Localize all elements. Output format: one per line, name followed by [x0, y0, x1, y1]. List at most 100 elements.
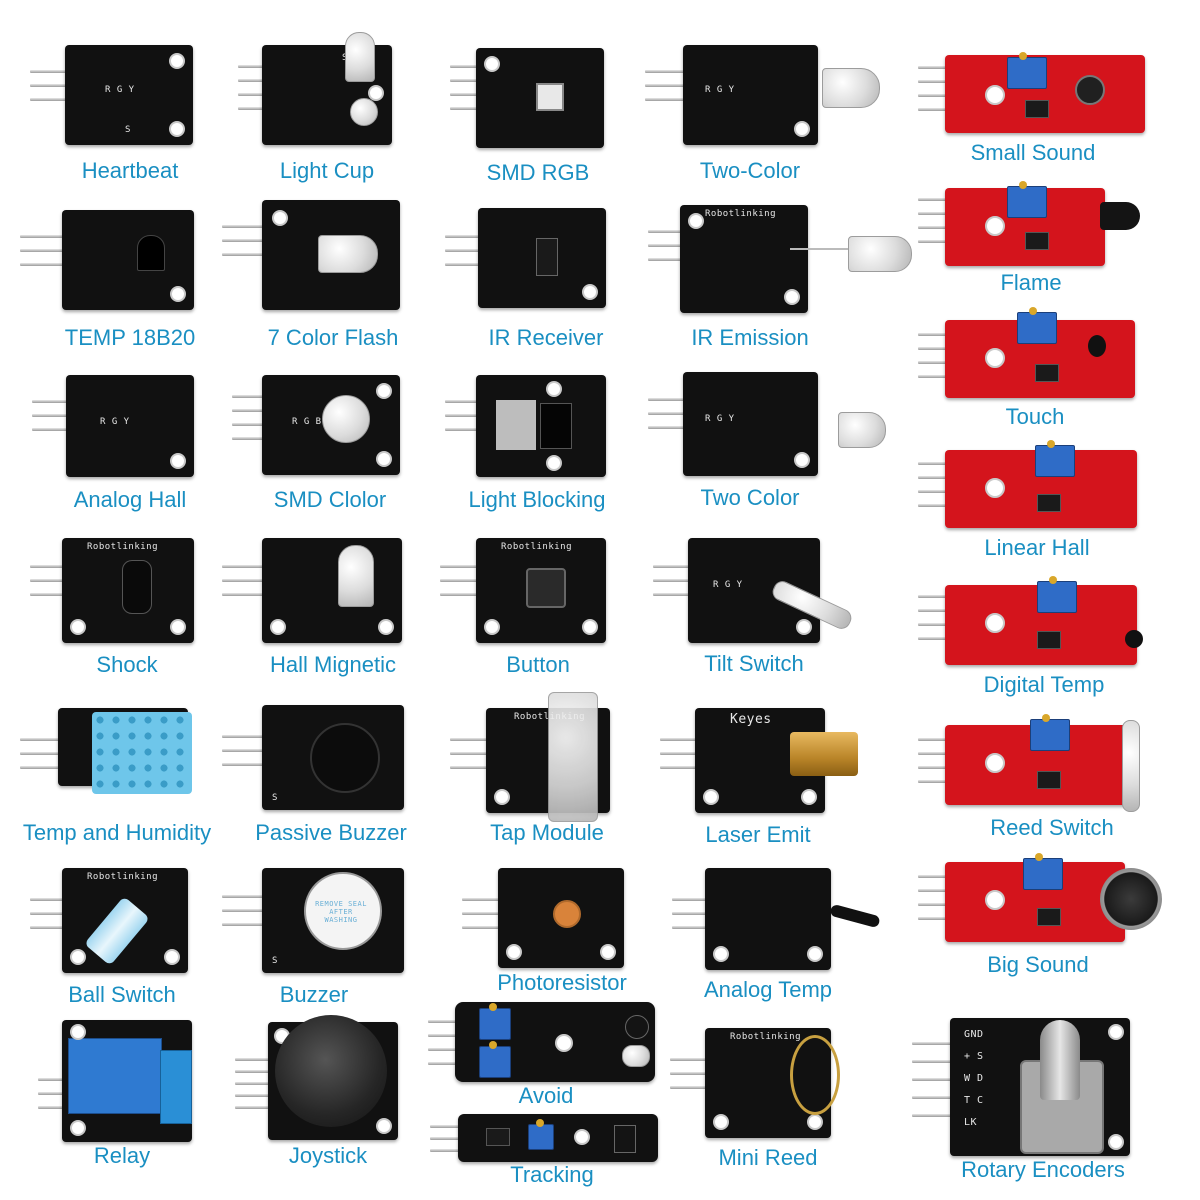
slot-sensor-icon	[496, 400, 536, 450]
module-label: IR Receiver	[488, 325, 604, 350]
chip-icon	[1037, 631, 1061, 649]
led-icon	[322, 395, 370, 443]
ir-sensor-icon	[625, 1015, 649, 1039]
buzzer-icon	[304, 872, 382, 950]
passive-buzzer-board: S	[262, 705, 404, 810]
smd-led-icon	[536, 83, 564, 111]
ir-emission-board: Robotlinking	[680, 205, 808, 313]
smd-rgb-board	[476, 48, 604, 148]
module-label: Analog Temp	[703, 977, 833, 1002]
relay-icon	[68, 1038, 162, 1114]
potentiometer-icon	[1037, 576, 1077, 613]
chip-icon	[1025, 100, 1049, 118]
silk-s: S	[125, 125, 131, 135]
thermistor-icon	[829, 903, 881, 929]
module-label: TEMP 18B20	[64, 325, 196, 350]
module-label: Heartbeat	[81, 158, 179, 183]
potentiometer-icon	[1017, 307, 1057, 344]
avoid-board	[455, 1002, 655, 1082]
led-icon	[350, 98, 378, 126]
potentiometer-icon	[1035, 440, 1075, 477]
microphone-icon	[1100, 868, 1162, 930]
big-sound-board	[945, 853, 1125, 942]
microphone-icon	[1075, 75, 1105, 105]
chip-icon	[486, 1128, 510, 1146]
flame-sensor-icon	[1100, 202, 1140, 230]
module-label: Passive Buzzer	[255, 820, 407, 845]
module-label: Flame	[1000, 270, 1062, 295]
potentiometer-icon	[1007, 181, 1047, 218]
module-label: Big Sound	[987, 952, 1089, 977]
module-label: Two-Color	[699, 158, 801, 183]
encoder-knob-icon	[1040, 1020, 1080, 1100]
light-blocking-board	[476, 375, 606, 477]
led-icon	[822, 68, 880, 108]
module-label: 7 Color Flash	[267, 325, 399, 350]
silk-s: S	[272, 956, 278, 966]
silk-rgy: R G Y	[105, 85, 135, 95]
tap-sensor-icon	[548, 692, 598, 822]
module-label: Small Sound	[970, 140, 1096, 165]
digital-temp-board	[945, 576, 1137, 665]
silk-robotlinking: Robotlinking	[705, 209, 777, 219]
silk-robotlinking: Robotlinking	[501, 542, 573, 552]
reed-switch-board	[945, 714, 1130, 805]
potentiometer-icon	[479, 1041, 511, 1078]
potentiometer-icon	[1007, 52, 1047, 89]
module-label: SMD Clolor	[273, 487, 387, 512]
potentiometer-icon	[1023, 853, 1063, 890]
relay-board	[62, 1020, 192, 1142]
sensor-icon	[137, 235, 165, 271]
silk-s: S	[342, 53, 348, 63]
module-label: Reed Switch	[990, 815, 1114, 840]
photoresistor-icon	[553, 900, 581, 928]
led-leads	[790, 248, 850, 250]
touch-board	[945, 307, 1135, 398]
smd-clolor-board: R G B	[262, 375, 400, 475]
silk-rgb: R G B	[292, 417, 322, 427]
module-label: Avoid	[518, 1083, 574, 1108]
module-label: Buzzer	[279, 982, 349, 1007]
module-label: Tap Module	[490, 820, 604, 845]
module-label: Light Cup	[279, 158, 375, 183]
ir-led-icon	[622, 1045, 650, 1067]
silk-robotlinking: Robotlinking	[87, 872, 159, 882]
tracking-sensor-icon	[614, 1125, 636, 1153]
module-label: Tilt Switch	[704, 651, 804, 676]
module-label: Two Color	[700, 485, 800, 510]
joystick-icon	[275, 1015, 387, 1127]
module-label: Shock	[96, 652, 158, 677]
two-color-2-board: R G Y	[683, 372, 818, 476]
module-label: Touch	[1005, 404, 1065, 429]
silk-rotary-pins: GND + SW DT CLK	[964, 1029, 984, 1128]
module-label: Digital Temp	[983, 672, 1105, 697]
module-label: Analog Hall	[73, 487, 187, 512]
temp-18b20-board	[62, 210, 194, 310]
reed-icon	[790, 1035, 840, 1115]
photoresistor-board	[498, 868, 624, 968]
module-label: Ball Switch	[68, 982, 176, 1007]
buzzer-board: REMOVE SEAL AFTER WASHING S	[262, 868, 404, 973]
module-label: Relay	[93, 1143, 151, 1168]
led-icon	[318, 235, 378, 273]
ir-receiver-icon	[536, 238, 558, 276]
touch-sensor-icon	[1088, 335, 1106, 357]
silk-rgy: R G Y	[705, 85, 735, 95]
laser-icon	[790, 732, 858, 776]
buzzer-sticker-text: REMOVE SEAL AFTER WASHING	[315, 900, 367, 924]
potentiometer-icon	[528, 1119, 554, 1150]
led-icon	[338, 545, 374, 607]
module-label: Laser Emit	[705, 822, 811, 847]
pushbutton-icon	[526, 568, 566, 608]
ir-receiver-board	[478, 208, 606, 308]
module-label: Joystick	[288, 1143, 368, 1168]
silk-rgy: R G Y	[713, 580, 743, 590]
module-label: IR Emission	[691, 325, 809, 350]
module-label: SMD RGB	[486, 160, 590, 185]
module-label: Photoresistor	[497, 970, 627, 995]
silk-robotlinking: Robotlinking	[87, 542, 159, 552]
module-label: Temp and Humidity	[22, 820, 212, 845]
analog-temp-board	[705, 868, 831, 970]
silk-rgy: R G Y	[100, 417, 130, 427]
led-icon	[838, 412, 886, 448]
